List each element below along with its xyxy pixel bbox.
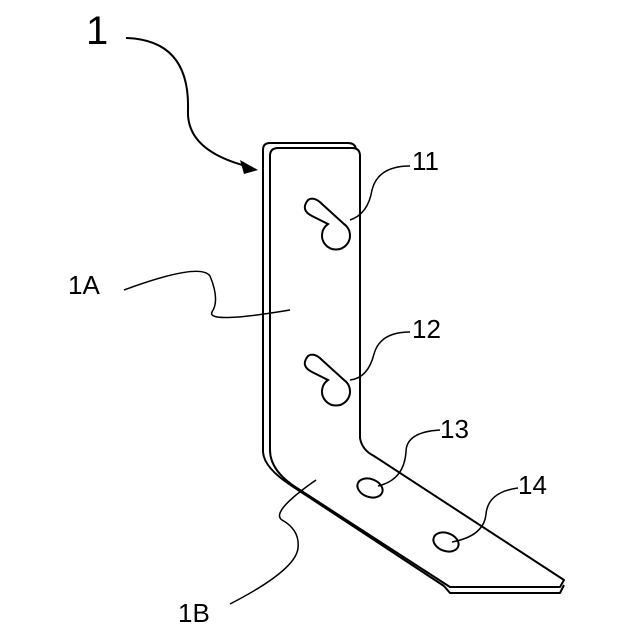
l-bracket: [263, 143, 564, 593]
leader-1a: [124, 271, 290, 317]
leader-13: [378, 430, 440, 486]
label-1a: 1A: [68, 270, 100, 300]
main-ref-arrow: [126, 38, 258, 174]
main-ref-label: 1: [86, 9, 108, 53]
label-1b: 1B: [178, 598, 210, 628]
arrowhead-icon: [240, 160, 258, 174]
bracket-front-outline: [270, 148, 564, 587]
label-14: 14: [518, 470, 547, 500]
leader-14: [452, 488, 518, 542]
label-13: 13: [440, 414, 469, 444]
label-11: 11: [412, 146, 439, 176]
round-hole-13: [355, 475, 386, 501]
vertical-plate-back-edge: [263, 143, 356, 452]
leader-lines: [124, 166, 518, 604]
keyhole-slot-12: [305, 355, 350, 406]
leader-1b: [230, 480, 316, 604]
label-12: 12: [412, 314, 441, 344]
keyhole-slot-11: [305, 199, 350, 250]
round-hole-14: [431, 529, 462, 555]
